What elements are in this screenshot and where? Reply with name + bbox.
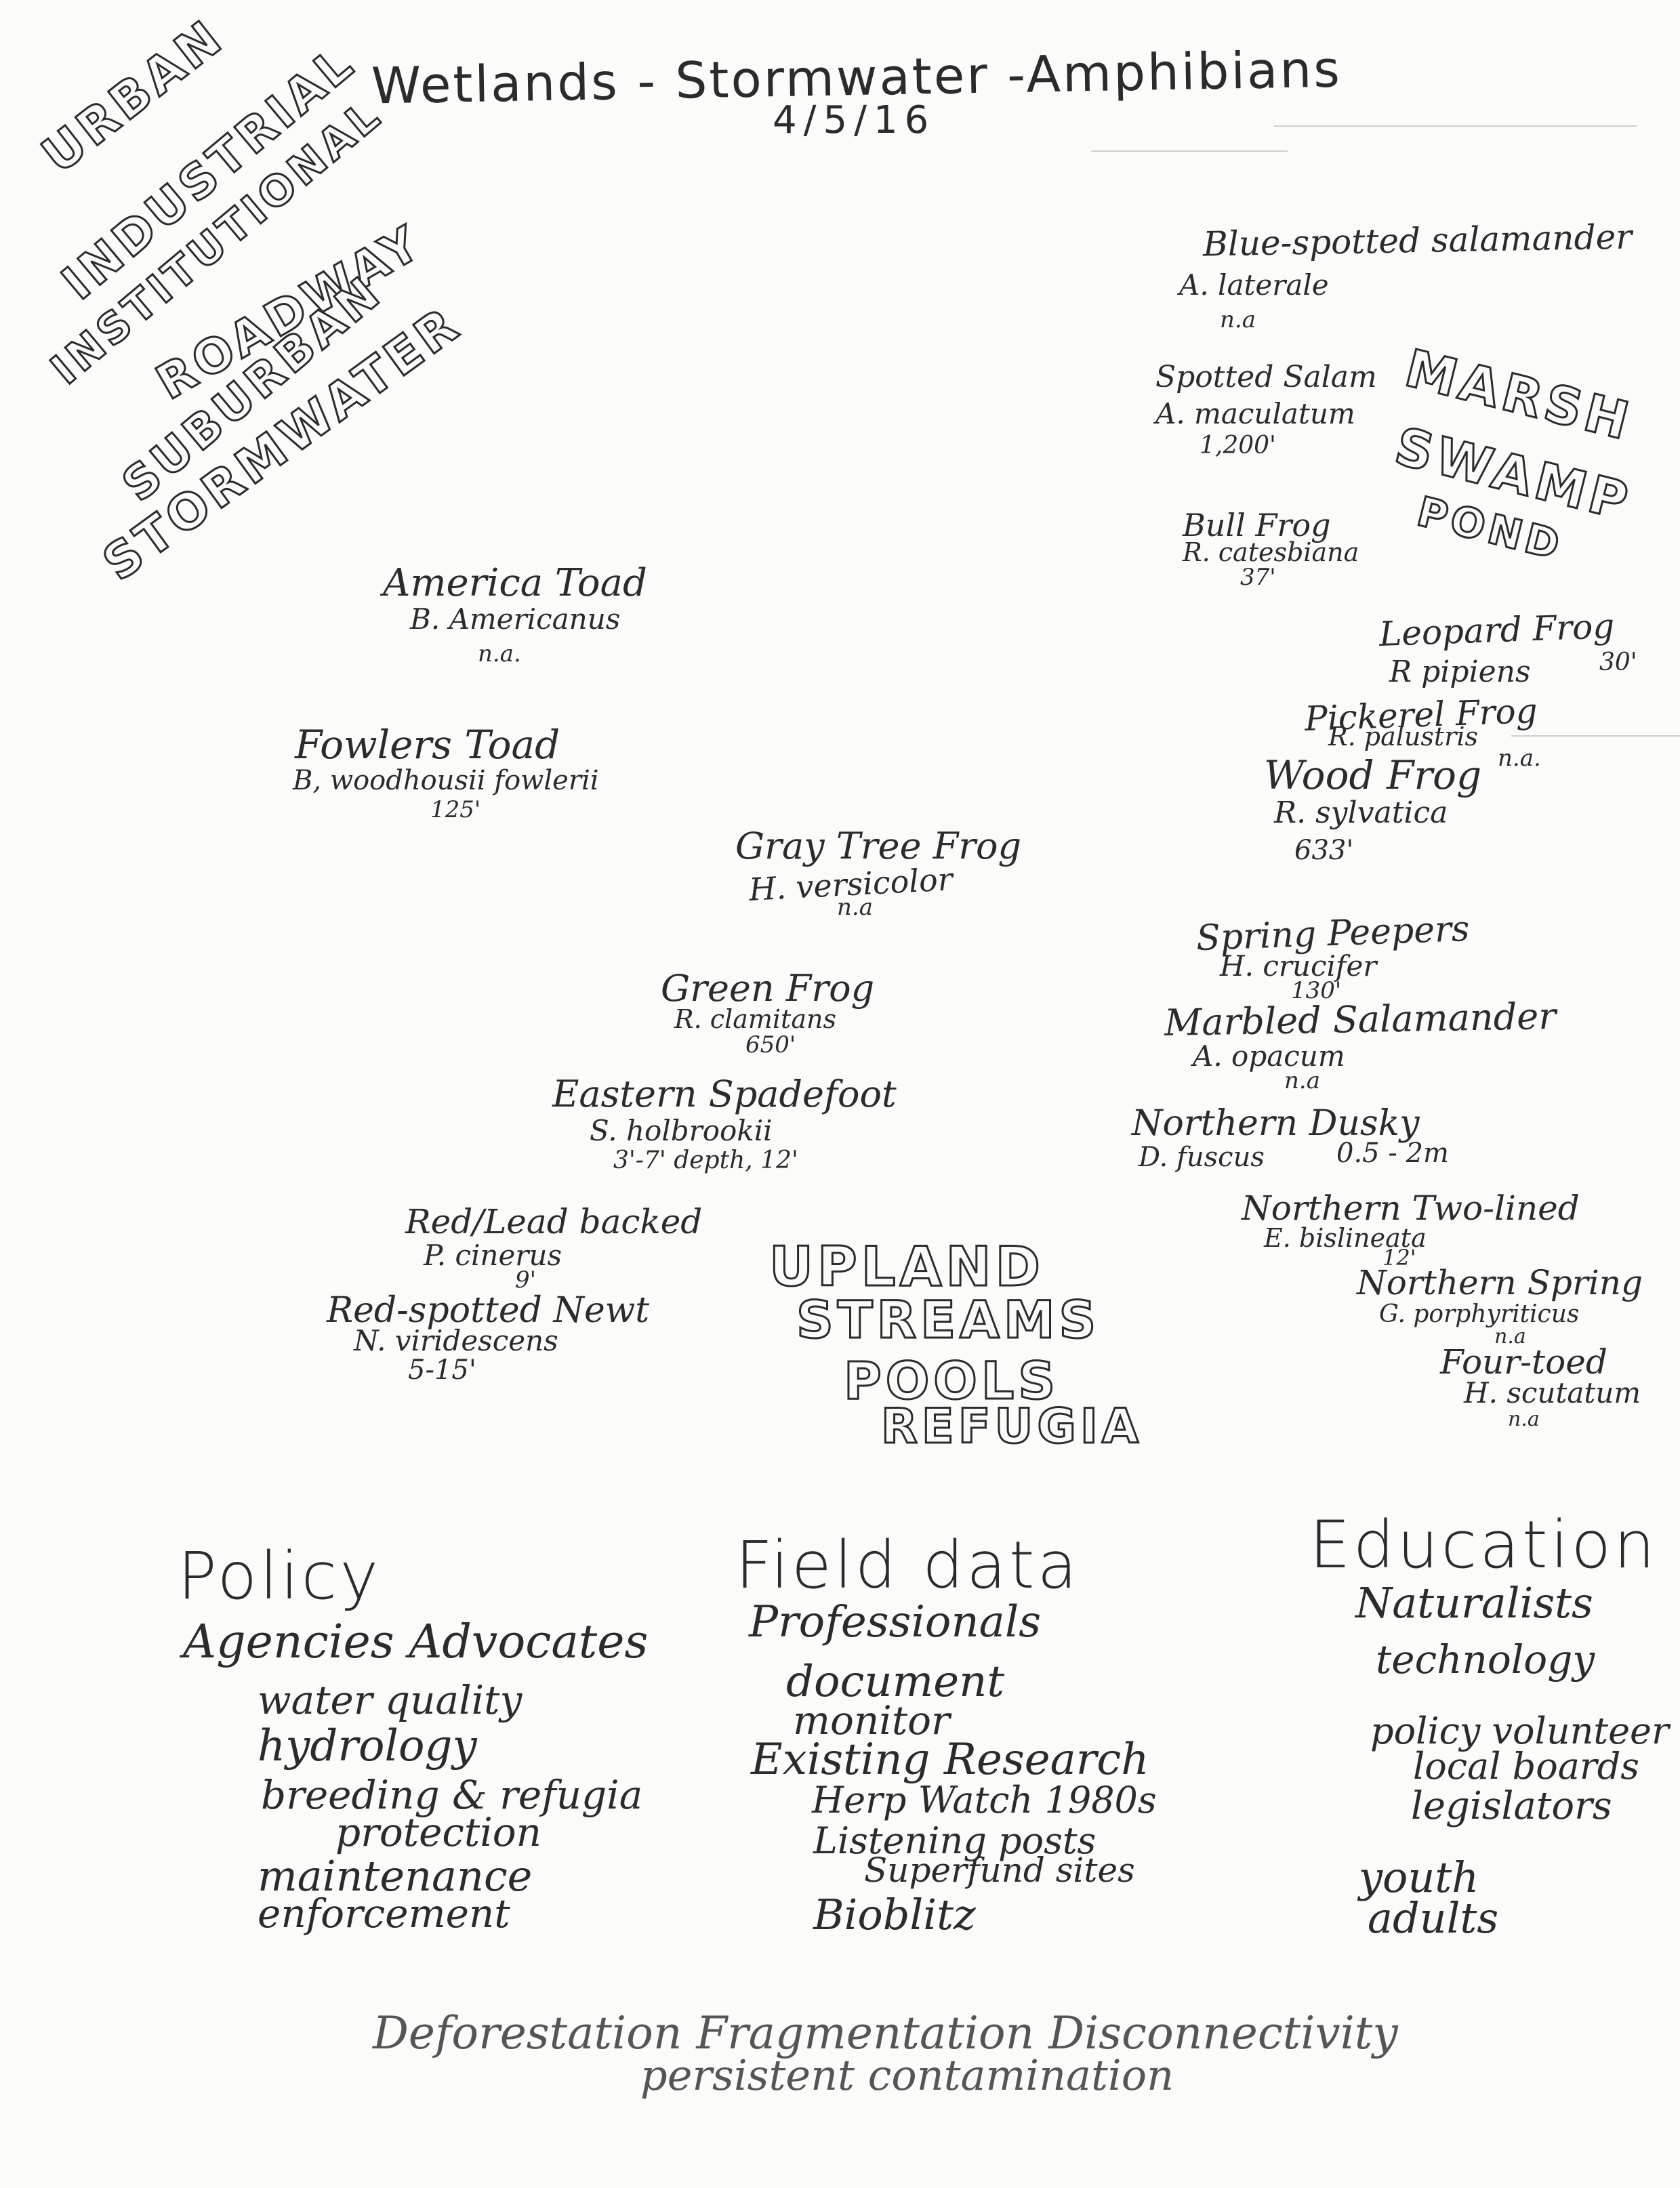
policy-item: protection (335, 1809, 542, 1855)
species-latin: P. cinerus (424, 1239, 562, 1272)
species-name: Marbled Salamander (1164, 994, 1557, 1045)
species-elevation: 12' (1382, 1245, 1416, 1271)
education-item: Naturalists (1355, 1578, 1593, 1628)
species-elevation: n.a (1508, 1407, 1540, 1431)
field-data-item: monitor (793, 1697, 950, 1743)
species-elevation: 633' (1294, 835, 1354, 866)
stormwater-bubble-block: URBAN INDUSTRIAL INSTITUTIONAL ROADWAY S… (14, 7, 488, 593)
species-latin: G. porphyriticus (1379, 1300, 1580, 1328)
field-data-item: document (786, 1657, 1005, 1707)
species-elevation: n.a. (478, 640, 521, 667)
bubble-pools: POOLS (842, 1350, 1060, 1411)
species-latin: A. laterale (1179, 268, 1329, 302)
education-item: technology (1376, 1636, 1595, 1683)
species-latin: R. catesbiana (1183, 537, 1359, 567)
education-heading: Education (1309, 1507, 1658, 1583)
species-elevation: n.a (1284, 1067, 1320, 1094)
policy-item: water quality (258, 1677, 523, 1723)
policy-item: hydrology (258, 1721, 477, 1771)
policy-item: enforcement (258, 1891, 510, 1937)
field-data-subheading: Professionals (749, 1597, 1042, 1647)
field-data-item: Superfund sites (864, 1851, 1135, 1890)
education-item: local boards (1413, 1745, 1640, 1788)
species-latin: R pipiens (1389, 655, 1531, 689)
species-elevation: 30' (1599, 648, 1637, 676)
species-name: Fowlers Toad (295, 722, 560, 768)
species-latin: H. scutatum (1464, 1376, 1641, 1409)
field-data-item: Bioblitz (813, 1890, 976, 1939)
header-rule-1 (1091, 150, 1288, 152)
species-name: Leopard Frog (1378, 606, 1616, 655)
bubble-streams: STREAMS (795, 1289, 1101, 1350)
policy-item: breeding & refugia (261, 1772, 643, 1818)
species-name: Northern Spring (1357, 1263, 1643, 1302)
species-latin: R. palustris (1328, 722, 1478, 751)
species-elevation: 37' (1240, 564, 1276, 591)
species-latin: R. clamitans (674, 1004, 836, 1034)
species-elevation: 3'-7' depth, 12' (613, 1147, 798, 1174)
species-elevation: n.a. (1498, 745, 1541, 772)
page-date: 4/5/16 (773, 98, 936, 142)
education-item: policy volunteer (1370, 1710, 1669, 1752)
species-name: Red-spotted Newt (327, 1290, 650, 1331)
species-latin: R. sylvatica (1274, 796, 1448, 830)
species-latin: B, woodhousii fowlerii (293, 765, 599, 796)
species-name: Wood Frog (1264, 752, 1482, 798)
species-latin: E. bislineata (1264, 1223, 1427, 1253)
species-elevation: n.a (837, 894, 873, 921)
field-data-item: Listening posts (813, 1819, 1097, 1862)
education-item: legislators (1411, 1784, 1612, 1828)
species-name: Bull Frog (1183, 507, 1331, 543)
species-name: Eastern Spadefoot (552, 1073, 897, 1115)
species-latin: B. Americanus (410, 602, 621, 636)
bubble-upland: UPLAND (769, 1235, 1044, 1298)
species-latin: S. holbrookii (590, 1114, 773, 1147)
species-elevation: 130' (1291, 977, 1342, 1004)
policy-subheading: Agencies Advocates (183, 1615, 649, 1669)
species-name: Spotted Salam (1155, 360, 1377, 394)
species-name: Northern Dusky (1132, 1103, 1420, 1144)
species-latin: A. opacum (1193, 1039, 1345, 1073)
species-elevation: n.a (1494, 1325, 1526, 1348)
species-name: Blue-spotted salamander (1202, 217, 1633, 264)
species-name: Gray Tree Frog (735, 825, 1022, 867)
species-elevation: 9' (515, 1266, 536, 1294)
education-item: adults (1368, 1893, 1499, 1943)
species-latin: N. viridescens (354, 1324, 558, 1357)
policy-item: maintenance (258, 1851, 533, 1901)
species-elevation: 125' (430, 796, 481, 823)
policy-heading: Policy (178, 1538, 382, 1614)
pickerel-rule (1511, 735, 1680, 737)
species-elevation: n.a (1220, 306, 1256, 333)
header-rule-2 (1274, 125, 1637, 127)
species-elevation: 0.5 - 2m (1336, 1138, 1449, 1169)
species-elevation: 1,200' (1200, 432, 1276, 459)
species-name: Four-toed (1440, 1342, 1607, 1382)
footer-line-2: persistent contamination (640, 2050, 1174, 2100)
field-data-item: Herp Watch 1980s (812, 1779, 1157, 1821)
species-elevation: 5-15' (408, 1355, 476, 1386)
species-name: America Toad (383, 561, 647, 605)
species-name: Northern Two-lined (1242, 1189, 1580, 1228)
footer-line-1: Deforestation Fragmentation Disconnectiv… (373, 2007, 1398, 2059)
species-latin: D. fuscus (1139, 1142, 1265, 1173)
education-item: youth (1359, 1853, 1479, 1902)
species-elevation: 650' (745, 1031, 796, 1058)
species-name: Green Frog (661, 967, 875, 1010)
species-name: Red/Lead backed (405, 1202, 703, 1241)
bubble-refugia: REFUGIA (880, 1399, 1143, 1454)
field-data-heading: Field data (735, 1527, 1080, 1603)
species-latin: H. crucifer (1220, 949, 1377, 983)
species-latin: A. maculatum (1155, 397, 1355, 430)
field-data-subheading-2: Existing Research (751, 1735, 1149, 1785)
